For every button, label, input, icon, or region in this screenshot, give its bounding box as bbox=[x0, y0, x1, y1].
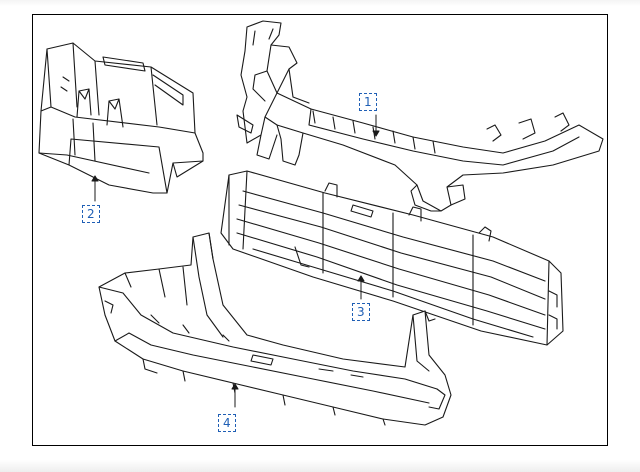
callout-4: 4 bbox=[218, 414, 236, 432]
part-2-air-baffle bbox=[38, 42, 204, 202]
parts-exploded-diagram bbox=[38, 20, 604, 426]
callout-3: 3 bbox=[352, 303, 370, 321]
callout-2: 2 bbox=[82, 205, 100, 223]
part-4-lower-deflector bbox=[98, 232, 452, 426]
parts-diagram-frame: 1 2 3 4 bbox=[32, 14, 608, 446]
part-3-grille-shutter bbox=[220, 170, 564, 346]
part-1-radiator-support bbox=[236, 20, 604, 212]
callout-1: 1 bbox=[359, 93, 377, 111]
